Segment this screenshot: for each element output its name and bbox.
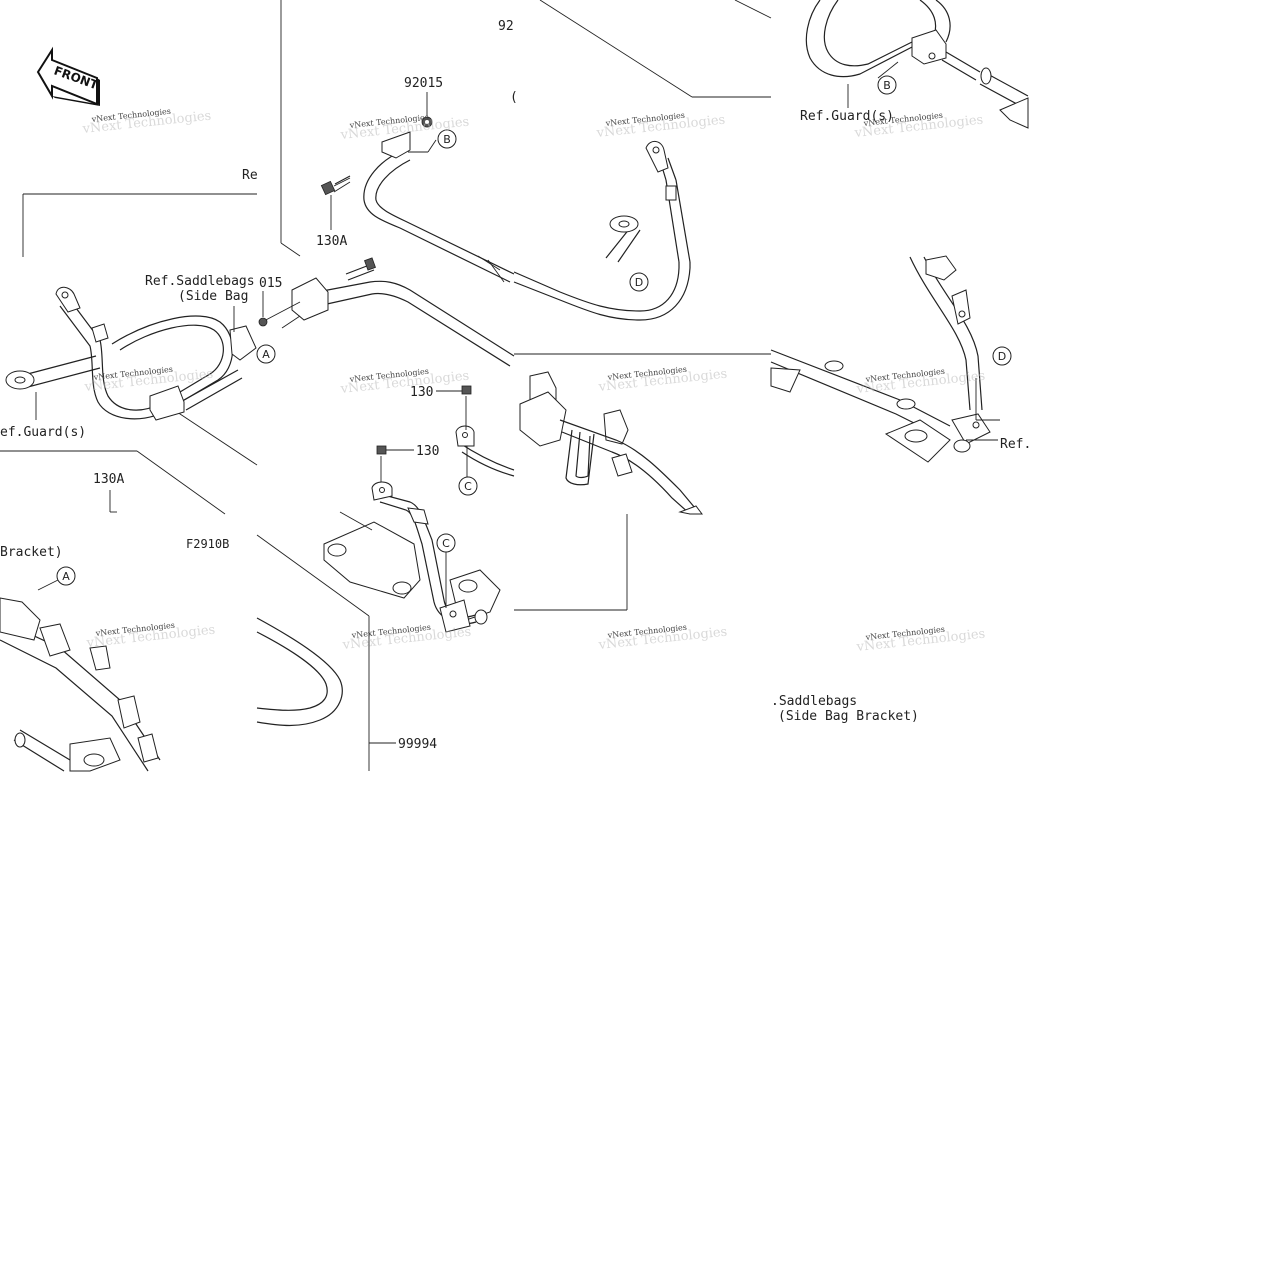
callout-c-upper: C <box>458 476 478 496</box>
svg-text:C: C <box>442 537 450 550</box>
callout-a-middle: A <box>256 344 276 364</box>
svg-text:C: C <box>464 480 472 493</box>
svg-text:A: A <box>62 570 70 583</box>
ref-saddlebags-left-1: Ref.Saddlebags <box>145 274 255 289</box>
callout-b-right: B <box>877 75 897 95</box>
ref-saddlebags-right-1: .Saddlebags <box>771 694 857 709</box>
part-130a-left: 130A <box>93 472 124 487</box>
front-arrow-icon: FRONT <box>36 46 101 106</box>
callout-d-right: D <box>992 346 1012 366</box>
callout-b-top: B <box>437 129 457 149</box>
part-99994: 99994 <box>398 737 437 752</box>
bolt-130a-top-icon <box>320 175 351 230</box>
ref-bracket-left: Bracket) <box>0 545 63 560</box>
middle-bar-assembly <box>233 257 515 367</box>
bolt-130-lower-icon <box>376 445 387 455</box>
ref-guard-top-right: Ref.Guard(s) <box>800 109 894 124</box>
callout-d-top: D <box>629 272 649 292</box>
ref-re-fragment: Re <box>242 168 258 183</box>
svg-text:B: B <box>443 133 451 146</box>
top-guard-assembly <box>363 131 691 321</box>
bolt-130-upper-icon <box>461 385 472 395</box>
lower-bracket-assembly <box>323 385 515 633</box>
left-guard-assembly <box>5 286 257 421</box>
svg-text:D: D <box>998 350 1006 363</box>
ref-paren-fragment: ( <box>510 90 518 105</box>
svg-text:D: D <box>635 276 643 289</box>
right-bottom-bracket-assembly <box>770 255 1000 463</box>
part-92015-top: 92015 <box>404 76 443 91</box>
bottom-left-bracket-assembly <box>0 579 343 772</box>
right-top-guard-fragment <box>805 0 1029 129</box>
svg-text:B: B <box>883 79 891 92</box>
part-130-upper: 130 <box>410 385 433 400</box>
tile-lines <box>0 0 772 771</box>
part-130a-top: 130A <box>316 234 347 249</box>
svg-text:A: A <box>262 348 270 361</box>
ref-guard-left: ef.Guard(s) <box>0 425 86 440</box>
figure-code: F2910B <box>186 537 229 551</box>
center-right-bracket-assembly <box>519 371 703 515</box>
callout-c-lower: C <box>436 533 456 553</box>
part-130-lower: 130 <box>416 444 439 459</box>
ref-saddlebags-right-2: (Side Bag Bracket) <box>778 709 919 724</box>
callout-a-lower: A <box>56 566 76 586</box>
ref-right-fragment: Ref. <box>1000 437 1031 452</box>
part-015: 015 <box>259 276 282 291</box>
part-92-top: 92 <box>498 19 514 34</box>
ref-saddlebags-left-2: (Side Bag <box>178 289 248 304</box>
nut-92015-top-icon <box>421 92 433 128</box>
